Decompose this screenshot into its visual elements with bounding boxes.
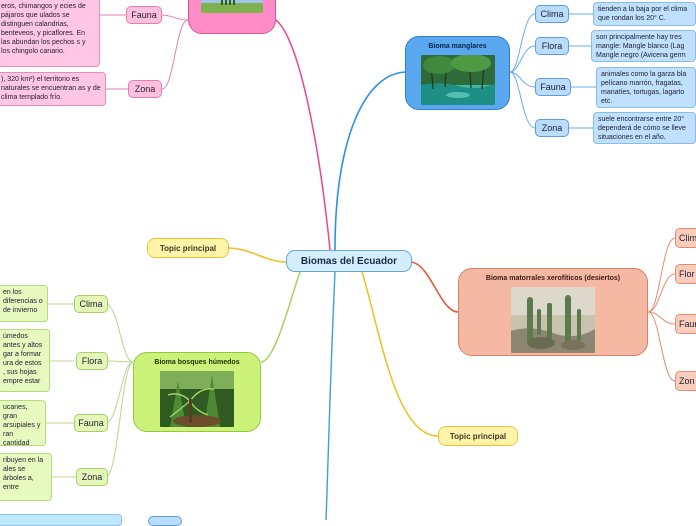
grassland-image (201, 0, 263, 13)
matorrales-flora-node[interactable]: Flor (675, 264, 696, 284)
manglares-clima-detail: tienden a la baja por el clima que ronda… (593, 2, 696, 26)
manglares-zona-node[interactable]: Zona (535, 119, 569, 137)
manglares-flora-node[interactable]: Flora (535, 37, 569, 55)
bioma-bosques-title: Bioma bosques húmedos (154, 359, 240, 366)
manglares-zona-detail: suele encontrarse entre 20° dependerá de… (593, 112, 696, 144)
bosques-flora-label: Flora (81, 356, 103, 366)
pink-fauna-text: ericanas, lechuzas, patos, eros, chimang… (1, 0, 86, 55)
manglares-clima-text: tienden a la baja por el clima que ronda… (598, 6, 688, 22)
pink-zona-label: Zona (134, 84, 156, 94)
pink-zona-text: ), 320 km²) el territorio es naturales s… (1, 76, 101, 101)
matorrales-zona-label: Zon (679, 376, 695, 386)
manglares-zona-text: suele encontrarse entre 20° dependerá de… (598, 116, 686, 141)
bioma-matorrales-title: Bioma matorrales xerofíticos (desiertos) (485, 275, 621, 282)
topic-principal-bottom[interactable]: Topic principal (438, 426, 518, 446)
central-topic[interactable]: Biomas del Ecuador (286, 250, 412, 272)
manglares-flora-label: Flora (541, 41, 563, 51)
bioma-manglares-node[interactable]: Bioma manglares (405, 36, 510, 110)
rainforest-image (160, 371, 234, 427)
bosques-fauna-label: Fauna (78, 418, 104, 428)
manglares-zona-label: Zona (541, 123, 563, 133)
bosques-flora-text: úmedos antes y altos gar a formar ura de… (3, 333, 43, 385)
bosques-flora-node[interactable]: Flora (76, 352, 108, 370)
bosques-clima-text: en los diferencias o de invierno (3, 289, 43, 314)
bosques-clima-label: Clima (79, 299, 103, 309)
manglares-fauna-node[interactable]: Fauna (535, 78, 571, 96)
bosques-fauna-text: ucanes, gran arsupiales y ran cantidad (3, 404, 41, 446)
matorrales-fauna-label: Faun (679, 319, 696, 329)
bosques-fauna-node[interactable]: Fauna (74, 414, 108, 432)
bosques-zona-label: Zona (81, 472, 103, 482)
bosques-clima-node[interactable]: Clima (74, 295, 108, 313)
topic-principal-label: Topic principal (449, 431, 507, 441)
bosques-zona-node[interactable]: Zona (76, 468, 108, 486)
bosques-clima-detail: en los diferencias o de invierno (0, 285, 48, 322)
manglares-fauna-label: Fauna (540, 82, 566, 92)
topic-principal-left[interactable]: Topic principal (147, 238, 229, 258)
matorrales-clima-label: Clim (679, 233, 696, 243)
matorrales-fauna-node[interactable]: Faun (675, 314, 696, 334)
bosques-flora-detail: úmedos antes y altos gar a formar ura de… (0, 329, 50, 392)
bosques-zona-text: ribuyen en la ales se árboles a, entre (3, 457, 44, 491)
manglares-fauna-detail: animales como la garza bla pelícano marr… (596, 67, 696, 108)
manglares-clima-label: Clima (540, 9, 564, 19)
bioma-manglares-title: Bioma manglares (428, 43, 487, 50)
matorrales-clima-node[interactable]: Clim (675, 228, 696, 248)
manglares-fauna-text: animales como la garza bla pelícano marr… (601, 71, 687, 105)
pink-fauna-label: Fauna (131, 10, 157, 20)
desert-image (511, 287, 595, 353)
pink-fauna-detail: ericanas, lechuzas, patos, eros, chimang… (0, 0, 100, 67)
bottom-partial-node[interactable] (148, 516, 182, 526)
pink-zona-detail: ), 320 km²) el territorio es naturales s… (0, 72, 106, 106)
manglares-flora-text: son principalmente hay tres mangle: Mang… (596, 34, 686, 59)
bottom-partial-detail (0, 514, 122, 526)
topic-principal-label: Topic principal (159, 243, 217, 253)
manglares-clima-node[interactable]: Clima (535, 5, 569, 23)
matorrales-flora-label: Flor (679, 269, 695, 279)
bioma-pink-node[interactable] (188, 0, 276, 34)
bosques-fauna-detail: ucanes, gran arsupiales y ran cantidad (0, 400, 46, 446)
matorrales-zona-node[interactable]: Zon (675, 371, 696, 391)
central-topic-label: Biomas del Ecuador (300, 255, 398, 267)
mangrove-image (420, 55, 495, 105)
bosques-zona-detail: ribuyen en la ales se árboles a, entre (0, 453, 52, 501)
pink-zona-node[interactable]: Zona (128, 80, 162, 98)
manglares-flora-detail: son principalmente hay tres mangle: Mang… (591, 30, 696, 62)
bioma-matorrales-node[interactable]: Bioma matorrales xerofíticos (desiertos) (458, 268, 648, 356)
pink-fauna-node[interactable]: Fauna (126, 6, 162, 24)
bioma-bosques-node[interactable]: Bioma bosques húmedos (133, 352, 261, 432)
